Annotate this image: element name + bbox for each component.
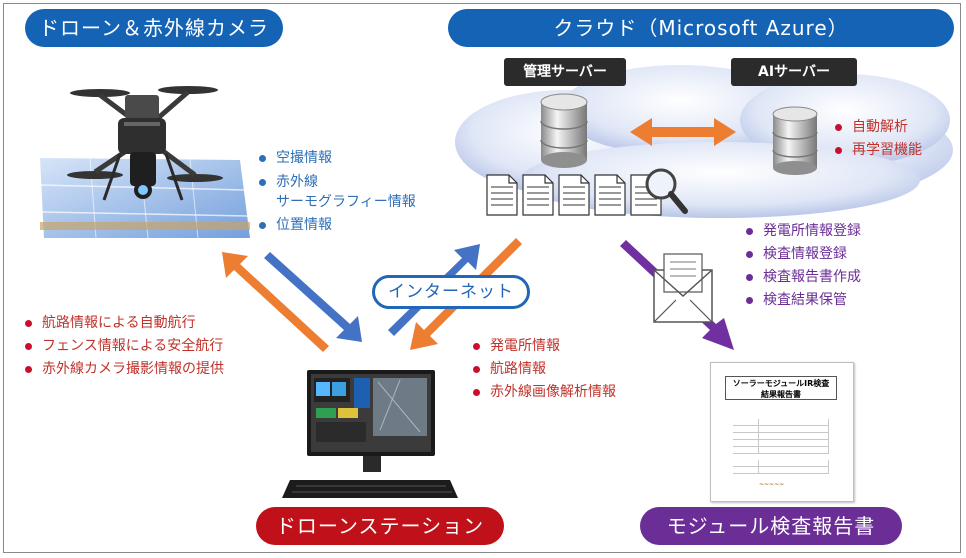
management-database-icon bbox=[540, 93, 588, 168]
header-drone-camera: ドローン＆赤外線カメラ bbox=[25, 9, 283, 47]
header-module-report: モジュール検査報告書 bbox=[640, 507, 902, 545]
list-item: 赤外線画像解析情報 bbox=[470, 381, 616, 404]
arrow-drone-to-station bbox=[264, 252, 362, 342]
list-item: フェンス情報による安全航行 bbox=[22, 335, 224, 358]
label-management-server: 管理サーバー bbox=[504, 58, 626, 86]
report-table bbox=[733, 419, 829, 474]
computer-station-image bbox=[282, 370, 458, 498]
label-ai-server: AIサーバー bbox=[731, 58, 857, 86]
drone-info-list: 空撮情報 赤外線 サーモグラフィー情報 位置情報 bbox=[256, 147, 416, 237]
report-logo: ~~~~~ bbox=[759, 481, 785, 488]
report-title-line1: ソーラーモジュールIR検査 bbox=[732, 379, 830, 388]
list-item: 航路情報による自動航行 bbox=[22, 312, 224, 335]
diagram-frame bbox=[3, 3, 961, 553]
report-title-line2: 結果報告書 bbox=[761, 390, 801, 399]
list-item: 空撮情報 bbox=[256, 147, 416, 170]
cloud-to-report-list: 発電所情報登録 検査情報登録 検査報告書作成 検査結果保管 bbox=[743, 220, 861, 312]
header-drone-station: ドローンステーション bbox=[256, 507, 504, 545]
list-item: 赤外線カメラ撮影情報の提供 bbox=[22, 358, 224, 381]
list-item: 位置情報 bbox=[256, 214, 416, 237]
list-item: 自動解析 bbox=[832, 116, 922, 139]
cloud-to-station-list: 発電所情報 航路情報 赤外線画像解析情報 bbox=[470, 335, 616, 404]
report-title: ソーラーモジュールIR検査 結果報告書 bbox=[725, 376, 837, 400]
list-item: 検査報告書作成 bbox=[743, 266, 861, 289]
list-item: 赤外線 サーモグラフィー情報 bbox=[256, 170, 416, 212]
drone-image bbox=[67, 86, 223, 201]
sync-double-arrow bbox=[630, 118, 736, 146]
list-item: 発電所情報 bbox=[470, 335, 616, 358]
internet-label: インターネット bbox=[372, 275, 530, 309]
magnifier-icon bbox=[645, 168, 688, 214]
report-document: ソーラーモジュールIR検査 結果報告書 ~~~~~ bbox=[710, 362, 854, 502]
ai-features-list: 自動解析 再学習機能 bbox=[832, 116, 922, 162]
ai-database-icon bbox=[772, 106, 818, 175]
station-to-drone-list: 航路情報による自動航行 フェンス情報による安全航行 赤外線カメラ撮影情報の提供 bbox=[22, 312, 224, 381]
documents-icon-row bbox=[486, 174, 662, 216]
list-item: 検査情報登録 bbox=[743, 243, 861, 266]
arrow-station-to-drone bbox=[222, 252, 329, 352]
list-item: 航路情報 bbox=[470, 358, 616, 381]
list-item: 再学習機能 bbox=[832, 139, 922, 162]
list-item: 検査結果保管 bbox=[743, 289, 861, 312]
mail-envelope-icon bbox=[653, 253, 713, 323]
list-item: 発電所情報登録 bbox=[743, 220, 861, 243]
header-cloud: クラウド（Microsoft Azure） bbox=[448, 9, 954, 47]
